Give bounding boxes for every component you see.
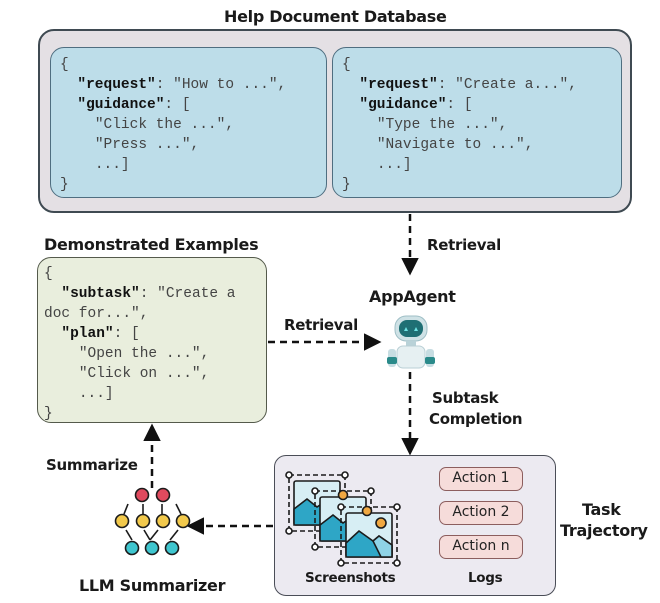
demo-card: { "subtask": "Create a doc for...", "pla… — [37, 257, 267, 423]
doc-json: { "request": "How to ...", "guidance": [… — [60, 55, 326, 195]
json-value-request: : "How to ...", — [155, 77, 287, 93]
edge-label-summarize: Summarize — [46, 456, 138, 474]
robot-icon — [387, 315, 435, 369]
help-doc-card-2: { "request": "Create a...", "guidance": … — [332, 47, 622, 198]
brace-close: } — [342, 177, 351, 193]
neural-network-icon — [114, 487, 191, 556]
plan-item: "Click on ...", — [78, 366, 210, 382]
brace-close: } — [44, 406, 53, 422]
brace-open: { — [60, 57, 69, 73]
help-db-title: Help Document Database — [224, 7, 447, 26]
help-doc-card-1: { "request": "How to ...", "guidance": [… — [50, 47, 327, 198]
guidance-item: "Press ...", — [94, 137, 200, 153]
action-log-item: Action 1 — [439, 467, 523, 491]
guidance-item: ...] — [376, 157, 412, 173]
action-log-item: Action 2 — [439, 501, 523, 525]
json-key-request: "request" — [359, 77, 438, 93]
trajectory-title-line1: Task — [582, 500, 621, 519]
json-key-plan: "plan" — [61, 326, 114, 342]
guidance-item: ...] — [94, 157, 130, 173]
guidance-item: "Type the ...", — [376, 117, 508, 133]
summarizer-title: LLM Summarizer — [79, 576, 226, 595]
json-value-subtask: : "Create a — [139, 286, 236, 302]
action-log-item: Action n — [439, 535, 523, 559]
edge-label-completion: Completion — [429, 410, 523, 428]
json-value-plan: : [ — [113, 326, 140, 342]
brace-close: } — [60, 177, 69, 193]
screenshots-label: Screenshots — [305, 570, 396, 586]
json-value-guidance: : [ — [446, 97, 473, 113]
demo-title: Demonstrated Examples — [44, 235, 259, 254]
guidance-item: "Click the ...", — [94, 117, 235, 133]
json-key-guidance: "guidance" — [359, 97, 447, 113]
logs-label: Logs — [468, 570, 503, 586]
screenshots-icon — [285, 471, 401, 567]
trajectory-title-line2: Trajectory — [560, 521, 648, 540]
appagent-title: AppAgent — [369, 287, 456, 306]
brace-open: { — [342, 57, 351, 73]
plan-item: "Open the ...", — [78, 346, 210, 362]
json-key-subtask: "subtask" — [61, 286, 140, 302]
json-value-subtask-cont: doc for...", — [44, 306, 149, 322]
json-key-guidance: "guidance" — [77, 97, 165, 113]
edge-label-subtask: Subtask — [432, 389, 499, 407]
edge-label-retrieval-top: Retrieval — [427, 236, 501, 254]
edge-label-retrieval-left: Retrieval — [284, 316, 358, 334]
brace-open: { — [44, 266, 53, 282]
plan-item: ...] — [78, 386, 114, 402]
guidance-item: "Navigate to ...", — [376, 137, 534, 153]
json-key-request: "request" — [77, 77, 156, 93]
demo-json: { "subtask": "Create a doc for...", "pla… — [44, 264, 266, 424]
doc-json: { "request": "Create a...", "guidance": … — [342, 55, 621, 195]
json-value-request: : "Create a...", — [437, 77, 577, 93]
json-value-guidance: : [ — [164, 97, 191, 113]
